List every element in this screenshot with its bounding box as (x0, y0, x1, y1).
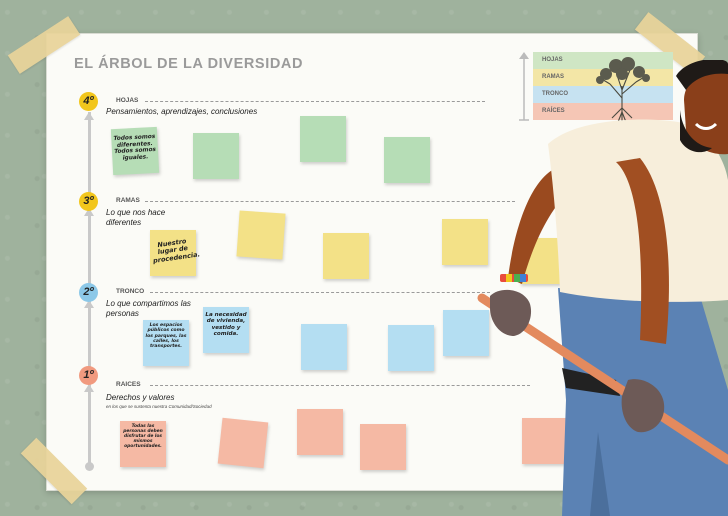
arrow-up-icon (84, 300, 94, 308)
sticky-note[interactable] (301, 324, 347, 370)
arrow-up-icon (84, 112, 94, 120)
level-2-number: 2º (79, 283, 98, 302)
note-text-hojas: Todos somos diferentes. Todos somos igua… (113, 133, 157, 162)
sticky-note[interactable] (522, 418, 568, 464)
person-illustration (477, 60, 728, 516)
sticky-note[interactable] (300, 116, 346, 162)
level-3-number: 3º (79, 192, 98, 211)
level-1-number: 1º (79, 366, 98, 385)
level-1-description: Derechos y valores (106, 393, 175, 402)
arrow-up-icon (84, 208, 94, 216)
axis-base-dot (85, 462, 94, 471)
level-3-description: Lo que nos hace diferentes (106, 208, 166, 227)
sticky-note[interactable] (217, 417, 269, 469)
legend-hojas: HOJAS (533, 52, 673, 69)
level-1-subtitle: en los que se sustenta nuestra Comunidad… (106, 404, 212, 409)
legend-axis-icon (519, 52, 529, 121)
sticky-note[interactable] (236, 210, 286, 260)
level-3-divider (145, 201, 515, 202)
level-4-divider (145, 101, 485, 102)
level-2-name: TRONCO (116, 288, 145, 295)
note-text-tronco-2: La necesidad de vivienda, vestido y comi… (205, 312, 247, 338)
level-2-divider (150, 292, 490, 293)
level-2-description: Lo que compartimos las personas (106, 299, 191, 318)
level-3-name: RAMAS (116, 197, 140, 204)
arrow-up-icon (84, 384, 94, 392)
sticky-note-with-text[interactable] (120, 421, 166, 467)
sticky-note-with-text[interactable] (203, 307, 249, 353)
legend-tronco: TRONCO (533, 86, 673, 103)
sticky-note-with-text[interactable] (143, 320, 189, 366)
sticky-note[interactable] (297, 409, 343, 455)
sticky-note[interactable] (388, 325, 434, 371)
level-1-name: RAICES (116, 381, 141, 388)
level-4-name: HOJAS (116, 97, 139, 104)
level-1-divider (150, 385, 530, 386)
sticky-note[interactable] (442, 219, 488, 265)
sticky-note[interactable] (443, 310, 489, 356)
sticky-note[interactable] (193, 133, 239, 179)
sticky-note-with-text[interactable] (150, 230, 196, 276)
level-4-number: 4º (79, 92, 98, 111)
level-4-description: Pensamientos, aprendizajes, conclusiones (106, 107, 258, 116)
sticky-note[interactable] (360, 424, 406, 470)
note-text-tronco-1: Los espacios públicos como los parques, … (145, 323, 187, 350)
tree-icon (596, 57, 650, 124)
sticky-note[interactable] (384, 137, 430, 183)
note-text-raices: Todas las personas deben disfrutar de lo… (123, 424, 163, 450)
legend-raices: RAÍCES (533, 103, 673, 120)
sticky-note[interactable] (323, 233, 369, 279)
page-title: EL ÁRBOL DE LA DIVERSIDAD (74, 56, 304, 72)
